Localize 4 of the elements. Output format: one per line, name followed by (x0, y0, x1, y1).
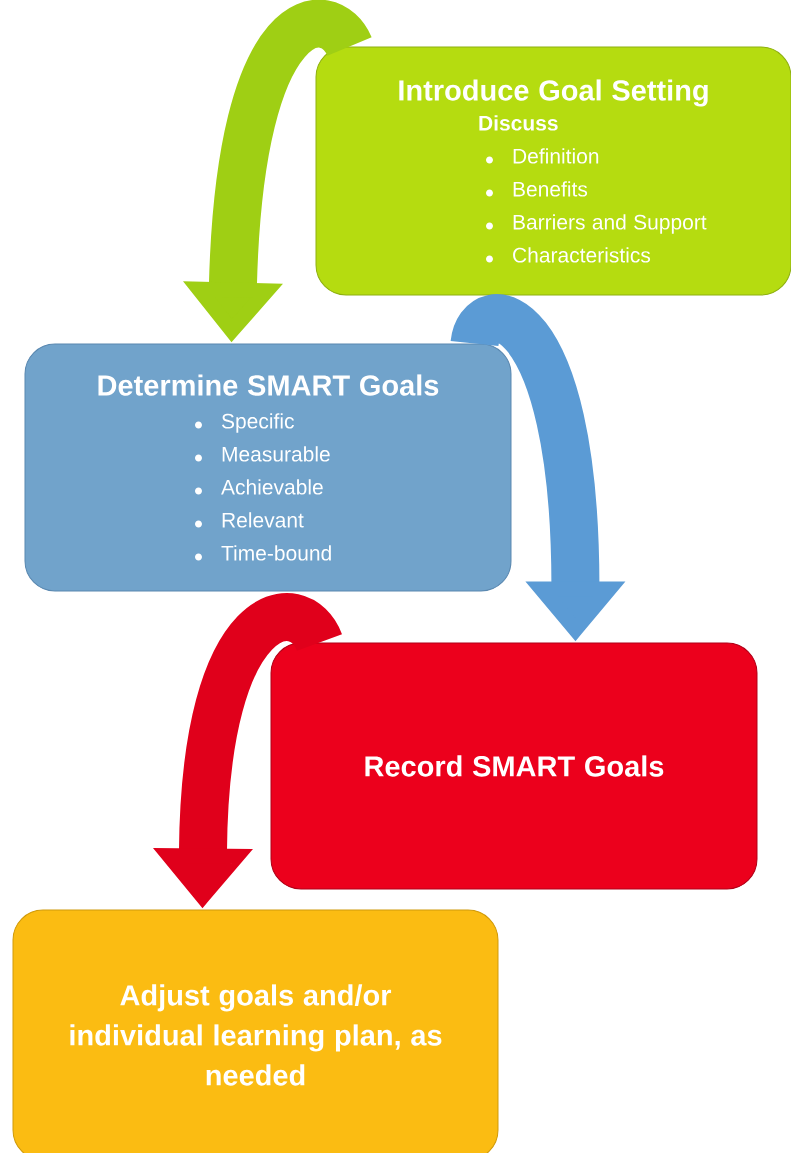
step-box: Record SMART Goals (270, 642, 758, 890)
step-box: Determine SMART Goals Specific Measurable Achievable Relevant Time-bound (24, 343, 512, 592)
step-box: Adjust goals and/or individual learning plan, as needed (12, 909, 499, 1153)
step-box: Introduce Goal Setting Discuss Definition Benefits Barriers and Support Characteristics (315, 46, 791, 296)
